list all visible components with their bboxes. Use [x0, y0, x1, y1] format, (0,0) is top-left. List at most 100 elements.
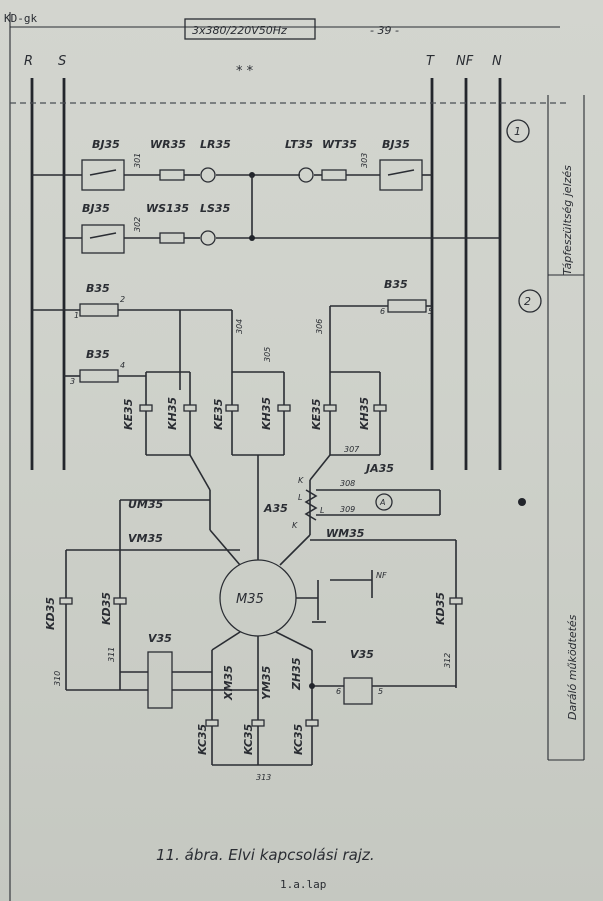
ke35-b-contact	[225, 404, 239, 412]
ym35-label: YM35	[260, 665, 273, 700]
a35-label: A35	[263, 502, 288, 515]
kc35-b-contact	[251, 719, 265, 727]
kc35-label-a: KC35	[196, 723, 209, 755]
vm35-label: VM35	[128, 532, 163, 545]
junction-row2	[249, 235, 255, 241]
page-number: - 39 -	[370, 24, 399, 37]
v35-link-b	[343, 677, 373, 705]
wire-311: 311	[107, 647, 116, 662]
wire-um35-c	[209, 529, 241, 566]
nf-label: NF	[376, 571, 387, 580]
ammeter-label: A	[379, 498, 385, 507]
bj35-switch-a-box	[81, 159, 125, 191]
stars: * *	[236, 64, 254, 79]
kd35-a-contact	[59, 597, 73, 605]
ws135-label: WS135	[146, 202, 189, 215]
bj35-switch-c-box	[81, 224, 125, 254]
wt35-label: WT35	[322, 138, 357, 151]
supply-label: 3x380/220V50Hz	[192, 24, 287, 37]
b35-terminal-2: 2	[120, 295, 125, 304]
wire-307: 307	[344, 445, 360, 454]
wire-xm35-lead	[211, 631, 241, 651]
wire-301: 301	[133, 153, 142, 168]
b35-label-b: B35	[86, 348, 110, 361]
l-label-a: L	[298, 493, 302, 502]
bj35-switch-c-blade	[89, 232, 117, 239]
ws135-resistor	[159, 232, 185, 244]
wire-310: 310	[53, 671, 62, 686]
b35-label-c: B35	[384, 278, 408, 291]
kd35-label-a: KD35	[44, 597, 57, 630]
b35-terminal-5: 5	[428, 307, 433, 316]
a35-coil	[304, 489, 318, 521]
k-label: K	[298, 476, 304, 485]
ke35-c-contact	[323, 404, 337, 412]
kd35-b-contact	[113, 597, 127, 605]
wire-302: 302	[133, 217, 142, 232]
bj35-label-c: BJ35	[82, 202, 110, 215]
kh35-a-contact	[183, 404, 197, 412]
zh35-label: ZH35	[290, 657, 303, 691]
b35-terminal-4: 4	[120, 361, 125, 370]
rail-label-s: S	[58, 54, 66, 69]
bj35-switch-b-blade	[387, 169, 415, 176]
m35-label: M35	[236, 592, 264, 607]
lt35-label: LT35	[285, 138, 313, 151]
wire-um35-a	[189, 454, 211, 491]
xm35-label: XM35	[222, 665, 235, 701]
wire-308-label: 308	[340, 479, 355, 488]
um35-label: UM35	[128, 498, 164, 511]
wire-wm35	[279, 534, 311, 566]
b35-terminal-1: 1	[74, 311, 79, 320]
ke35-label-a: KE35	[122, 398, 135, 430]
wr35-label: WR35	[150, 138, 186, 151]
bj35-label-b: BJ35	[382, 138, 410, 151]
lr35-label: LR35	[200, 138, 231, 151]
k-label-b: K	[292, 521, 298, 530]
wire-312: 312	[443, 653, 452, 668]
wire-313-label: 313	[256, 773, 271, 782]
wire-304-label: 304	[235, 319, 244, 334]
bj35-switch-b-box	[379, 159, 423, 191]
ls35-lamp	[200, 230, 216, 246]
wire-309-label: 309	[340, 505, 355, 514]
kh35-label-c: KH35	[358, 397, 371, 430]
lt35-lamp	[298, 167, 314, 183]
ke35-label-c: KE35	[310, 398, 323, 430]
marker-1-circle	[506, 119, 530, 143]
b35-label-a: B35	[86, 282, 110, 295]
v35-terminal-5: 5	[378, 687, 383, 696]
kh35-c-contact	[373, 404, 387, 412]
v35-terminal-6: 6	[336, 687, 341, 696]
b35-terminal-3: 3	[70, 377, 75, 386]
ls35-label: LS35	[200, 202, 231, 215]
l-label-b: L	[320, 506, 324, 515]
supply-box	[184, 18, 316, 40]
bj35-label-a: BJ35	[92, 138, 120, 151]
kc35-a-contact	[205, 719, 219, 727]
b35-fuse-c	[387, 299, 427, 313]
wt35-resistor	[321, 169, 347, 181]
section-label-supply: Tápfeszültség jelzés	[561, 165, 574, 275]
v35-link-a	[147, 651, 173, 709]
marker-1: 1	[514, 125, 521, 138]
b35-fuse-b	[79, 369, 119, 383]
ke35-a-contact	[139, 404, 153, 412]
wire-306: 306	[315, 319, 324, 334]
kd35-c-contact	[449, 597, 463, 605]
kd35-label-c: KD35	[434, 592, 447, 625]
wm35-label: WM35	[326, 527, 365, 540]
marker-2: 2	[524, 295, 531, 308]
rail-label-r: R	[24, 54, 33, 69]
lr35-lamp	[200, 167, 216, 183]
b35-terminal-6: 6	[380, 307, 385, 316]
figure-caption: 11. ábra. Elvi kapcsolási rajz.	[156, 846, 375, 864]
kc35-c-contact	[305, 719, 319, 727]
marker-2-circle	[518, 289, 542, 313]
kd35-label-b: KD35	[100, 592, 113, 625]
kh35-label-a: KH35	[166, 397, 179, 430]
wire-zh35-lead	[275, 631, 313, 651]
ammeter	[375, 493, 393, 511]
